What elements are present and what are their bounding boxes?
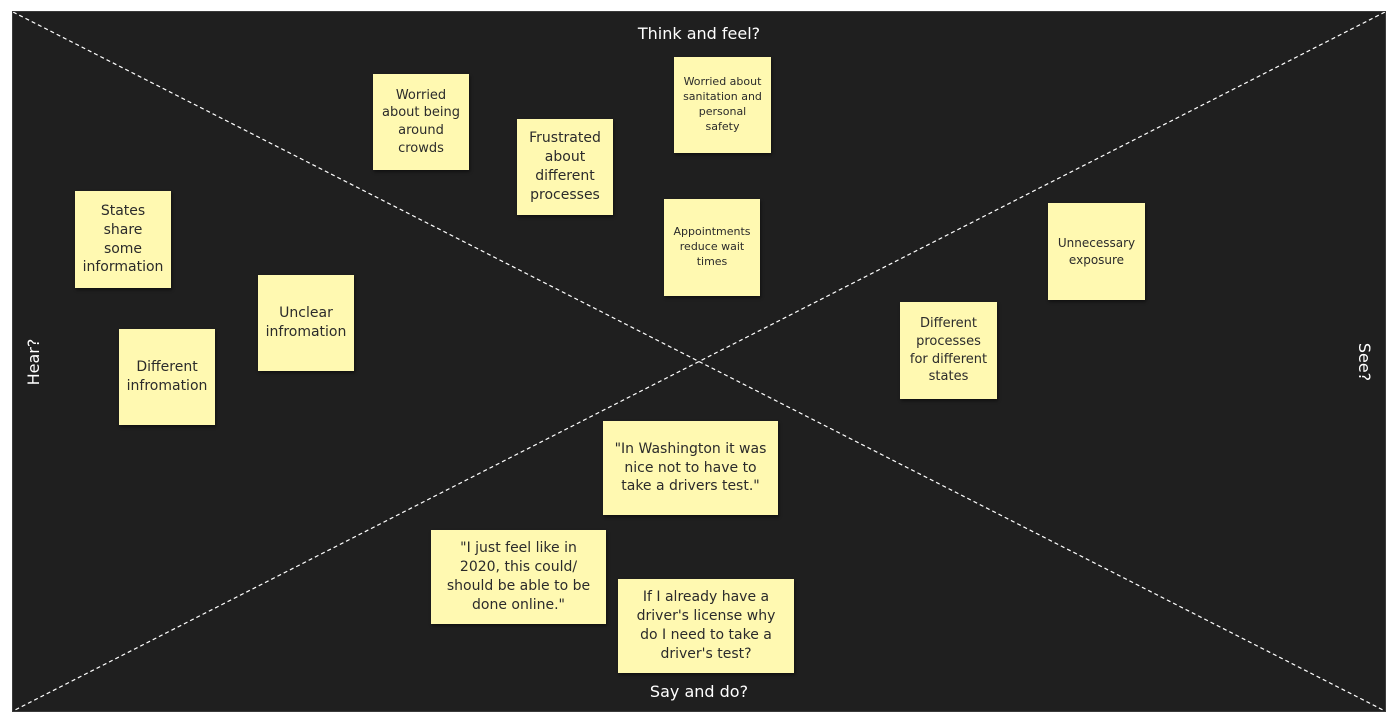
sticky-note-appointments[interactable]: Appointments reduce wait times	[664, 199, 760, 296]
sticky-note-text: Different processes for different states	[909, 316, 988, 385]
quadrant-label-see: See?	[1355, 342, 1374, 382]
sticky-note-text: Worried about sanitation and personal sa…	[683, 75, 762, 133]
sticky-note-text: Frustrated about different processes	[529, 130, 601, 203]
quadrant-divider-lines	[13, 12, 1385, 711]
sticky-note-text: Different infromation	[126, 359, 208, 394]
sticky-note-worried-sanitation[interactable]: Worried about sanitation and personal sa…	[674, 57, 771, 153]
sticky-note-text: If I already have a driver's license why…	[636, 589, 776, 662]
sticky-note-text: Unclear infromation	[265, 305, 347, 340]
sticky-note-unnecessary-exposure[interactable]: Unnecessary exposure	[1048, 203, 1145, 300]
sticky-note-text: Worried about being around crowds	[382, 87, 460, 156]
quadrant-label-hear: Hear?	[24, 338, 43, 386]
sticky-note-worried-crowds[interactable]: Worried about being around crowds	[373, 74, 469, 170]
sticky-note-washington-quote[interactable]: "In Washington it was nice not to have t…	[603, 421, 778, 515]
sticky-note-text: States share some information	[82, 202, 164, 276]
quadrant-label-say-do: Say and do?	[649, 682, 749, 701]
sticky-note-text: Appointments reduce wait times	[673, 225, 751, 268]
sticky-note-license-question[interactable]: If I already have a driver's license why…	[618, 579, 794, 673]
diagonal-line-top-left-to-bottom-right	[13, 12, 1385, 711]
empathy-map-board: Think and feel? Say and do? Hear? See? W…	[12, 11, 1386, 712]
sticky-note-unclear-information[interactable]: Unclear infromation	[258, 275, 354, 371]
sticky-note-frustrated-processes[interactable]: Frustrated about different processes	[517, 119, 613, 215]
quadrant-label-think-feel: Think and feel?	[637, 24, 761, 43]
sticky-note-text: "I just feel like in 2020, this could/ s…	[446, 540, 591, 613]
sticky-note-text: Unnecessary exposure	[1057, 236, 1136, 267]
sticky-note-states-share[interactable]: States share some information	[75, 191, 171, 288]
sticky-note-online-quote[interactable]: "I just feel like in 2020, this could/ s…	[431, 530, 606, 624]
sticky-note-different-information[interactable]: Different infromation	[119, 329, 215, 425]
sticky-note-text: "In Washington it was nice not to have t…	[614, 440, 767, 495]
diagonal-line-top-right-to-bottom-left	[13, 12, 1385, 711]
sticky-note-different-processes-states[interactable]: Different processes for different states	[900, 302, 997, 399]
